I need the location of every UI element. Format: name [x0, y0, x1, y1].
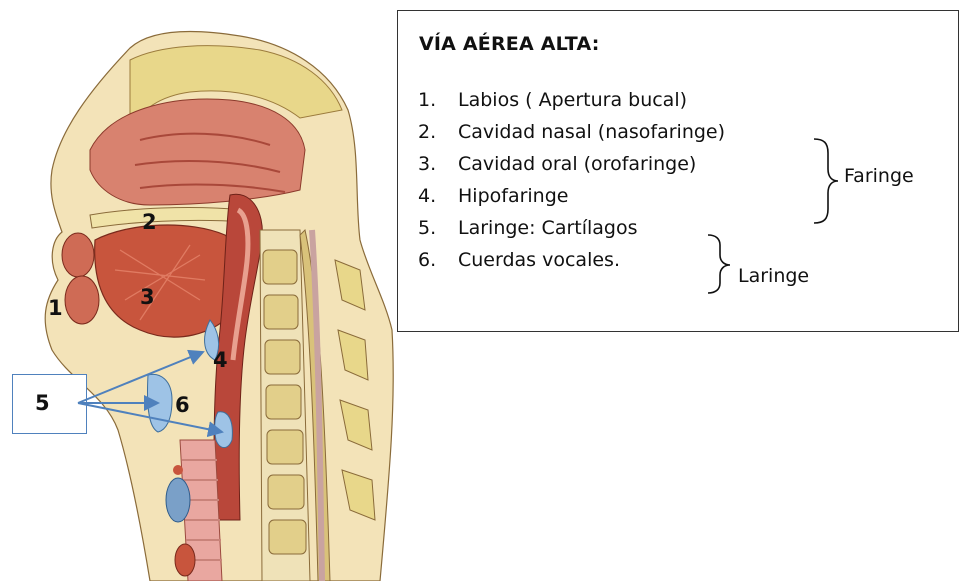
legend-box: VÍA AÉREA ALTA: 1.Labios ( Apertura buca…: [397, 10, 959, 332]
arrow-to-epiglottis: [78, 352, 203, 403]
faringe-group-label: Faringe: [844, 165, 914, 187]
label-5-arrows: [0, 0, 400, 581]
laringe-group-label: Laringe: [738, 265, 809, 287]
laringe-brace: [708, 235, 730, 293]
faringe-brace: [814, 139, 838, 223]
arrow-to-cricoid-cartilage: [78, 403, 222, 432]
